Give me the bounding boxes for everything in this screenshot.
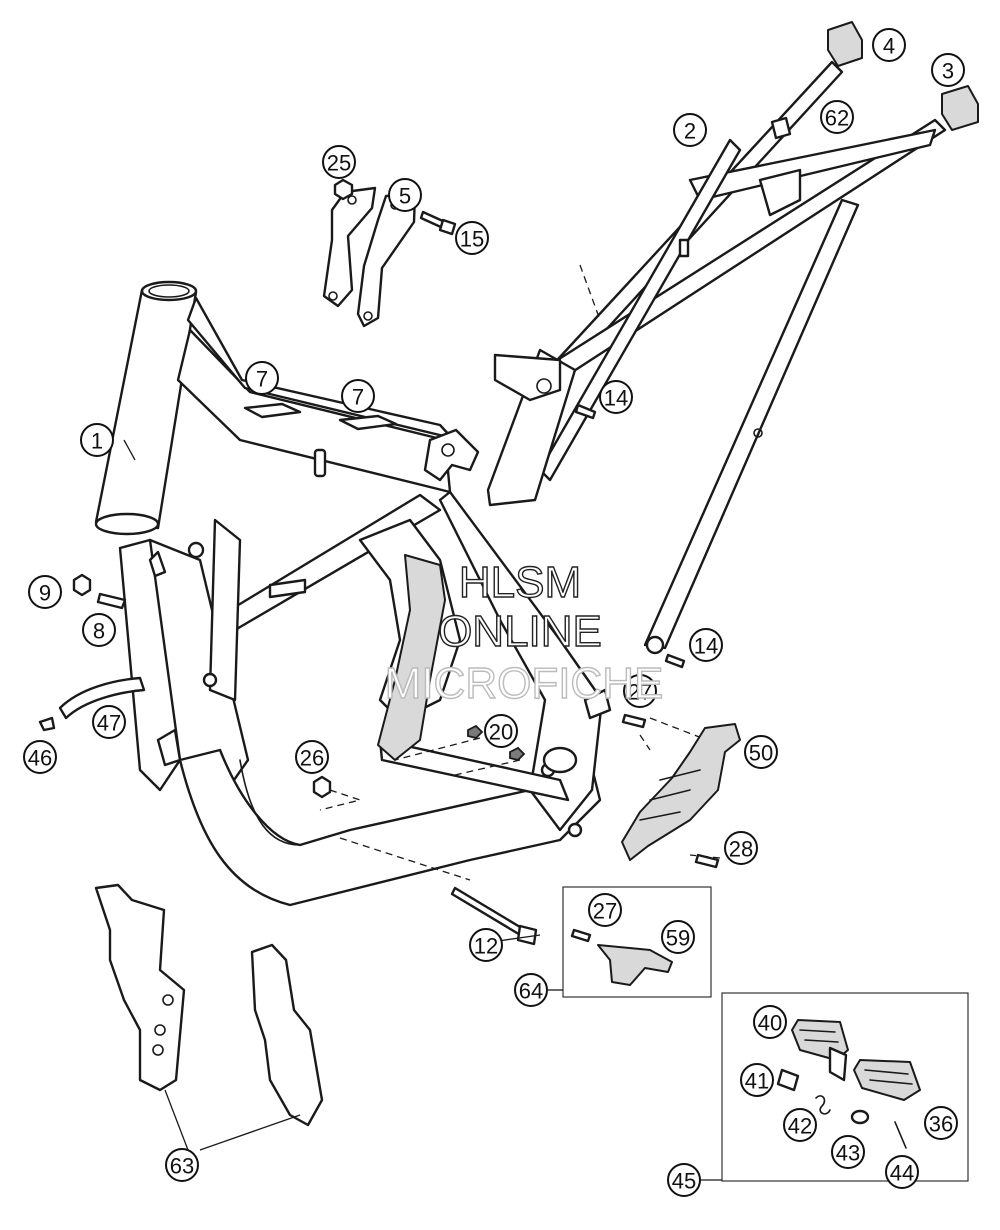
svg-text:25: 25 <box>327 151 351 176</box>
svg-text:2: 2 <box>684 119 696 144</box>
callout-20: 20 <box>484 714 518 748</box>
nut-bolt-part <box>72 573 127 610</box>
svg-text:27: 27 <box>593 899 617 924</box>
svg-text:20: 20 <box>489 720 513 745</box>
svg-text:45: 45 <box>672 1169 696 1194</box>
protector-plate-part <box>243 402 398 431</box>
callout-4: 4 <box>872 28 906 62</box>
svg-text:62: 62 <box>825 106 849 131</box>
callout-12: 12 <box>469 928 503 962</box>
svg-text:HLSM: HLSM <box>459 558 581 607</box>
svg-text:12: 12 <box>474 934 498 959</box>
callout-9: 9 <box>28 575 62 609</box>
callout-64: 64 <box>514 973 548 1007</box>
callout-5: 5 <box>388 178 422 212</box>
svg-text:64: 64 <box>519 979 543 1004</box>
callout-14b: 14 <box>689 628 723 662</box>
swingarm-axle-part <box>450 886 538 946</box>
svg-text:59: 59 <box>666 926 690 951</box>
callout-2: 2 <box>673 113 707 147</box>
callout-62: 62 <box>820 100 854 134</box>
callout-14a: 14 <box>599 380 633 414</box>
frame-protector-part <box>94 883 324 1151</box>
callout-42: 42 <box>783 1108 817 1142</box>
svg-text:28: 28 <box>729 837 753 862</box>
watermark: HLSM ONLINE MICROFICHE <box>384 557 664 708</box>
callout-27a: 27 <box>623 674 657 708</box>
callout-28: 28 <box>724 831 758 865</box>
end-cap-part <box>827 21 979 131</box>
svg-text:42: 42 <box>788 1114 812 1139</box>
svg-text:4: 4 <box>883 34 895 59</box>
svg-text:14: 14 <box>604 386 628 411</box>
svg-text:63: 63 <box>170 1154 194 1179</box>
svg-text:46: 46 <box>28 746 52 771</box>
subframe-part <box>486 60 947 655</box>
callout-40: 40 <box>753 1005 787 1039</box>
callout-3: 3 <box>931 53 965 87</box>
svg-text:3: 3 <box>942 59 954 84</box>
callout-27b: 27 <box>588 893 622 927</box>
svg-text:1: 1 <box>91 429 103 454</box>
callout-44: 44 <box>885 1155 919 1189</box>
callout-63: 63 <box>165 1148 199 1182</box>
callout-43: 43 <box>831 1135 865 1169</box>
svg-text:15: 15 <box>460 227 484 252</box>
svg-text:41: 41 <box>745 1069 769 1094</box>
chain-guide-part <box>621 723 741 861</box>
hose-part <box>38 676 146 732</box>
footpeg-kit <box>700 992 969 1182</box>
svg-text:MICROFICHE: MICROFICHE <box>385 659 664 708</box>
svg-text:8: 8 <box>93 619 105 644</box>
svg-text:9: 9 <box>39 581 51 606</box>
callout-45: 45 <box>667 1163 701 1197</box>
svg-text:ONLINE: ONLINE <box>438 607 602 656</box>
callout-47: 47 <box>92 705 126 739</box>
svg-text:27: 27 <box>628 680 652 705</box>
callout-26: 26 <box>295 740 329 774</box>
svg-text:36: 36 <box>929 1112 953 1137</box>
svg-text:7: 7 <box>352 385 364 410</box>
callout-7a: 7 <box>245 361 279 395</box>
svg-text:40: 40 <box>758 1011 782 1036</box>
svg-text:44: 44 <box>890 1161 914 1186</box>
callout-50: 50 <box>744 735 778 769</box>
callout-7b: 7 <box>341 379 375 413</box>
callout-46: 46 <box>23 740 57 774</box>
svg-text:50: 50 <box>749 741 773 766</box>
callout-8: 8 <box>82 613 116 647</box>
callout-59: 59 <box>661 920 695 954</box>
svg-text:14: 14 <box>694 634 718 659</box>
callout-36: 36 <box>924 1106 958 1140</box>
callout-25: 25 <box>322 145 356 179</box>
svg-text:26: 26 <box>300 746 324 771</box>
nut-stud-part <box>312 724 526 799</box>
bolt-part <box>770 116 792 140</box>
callout-41: 41 <box>740 1063 774 1097</box>
svg-text:47: 47 <box>97 711 121 736</box>
svg-text:7: 7 <box>256 367 268 392</box>
callout-1: 1 <box>80 423 114 457</box>
main-frame-part <box>94 280 612 907</box>
bolt-part <box>574 403 720 869</box>
svg-text:43: 43 <box>836 1141 860 1166</box>
callout-15: 15 <box>455 221 489 255</box>
chain-slider-kit <box>562 886 712 998</box>
svg-text:5: 5 <box>399 184 411 209</box>
